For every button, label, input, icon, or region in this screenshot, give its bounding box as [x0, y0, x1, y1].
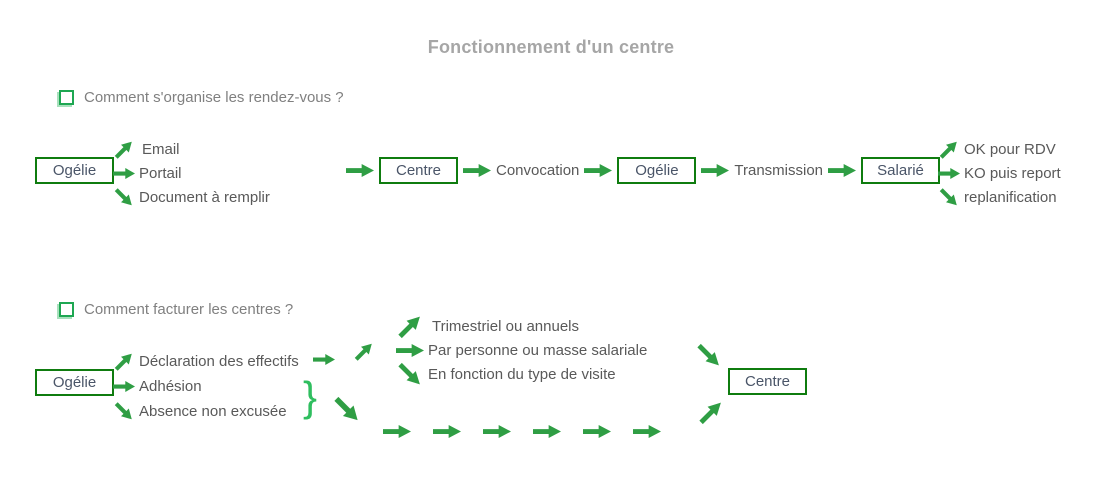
arrow-down-right-icon [695, 341, 724, 370]
section-header-facturation: Comment facturer les centres ? [57, 301, 293, 318]
rdv-outputs-fan: Email Portail Document à remplir [113, 137, 270, 209]
fan-row: Absence non excusée [113, 399, 299, 424]
rdv-flow: Centre Convocation Ogélie Transmission S… [346, 157, 941, 184]
arrow-down-right-icon [331, 394, 363, 426]
arrow-right-icon [583, 425, 611, 438]
arrow-up-right-icon [937, 137, 960, 160]
fan-row: KO puis report [938, 161, 1061, 185]
arrow-right-icon [433, 425, 461, 438]
arrow-right-icon [313, 354, 335, 365]
arrow-right-icon [584, 164, 613, 177]
arrow-up-right-icon [396, 312, 425, 341]
facturation-outputs-fan: Déclaration des effectifs Adhésion Absen… [113, 349, 299, 424]
output-label-declaration: Déclaration des effectifs [139, 353, 299, 370]
fan-row: Adhésion [113, 374, 299, 399]
result-label-ok: OK pour RDV [964, 140, 1056, 158]
result-label-replanification: replanification [964, 188, 1057, 206]
output-label-absence: Absence non excusée [139, 403, 287, 420]
arrow-right-icon [533, 425, 561, 438]
fan-row: En fonction du type de visite [396, 362, 647, 386]
fan-row: Déclaration des effectifs [113, 349, 299, 374]
arrow-up-right-icon [352, 340, 375, 363]
billing-label-trimestriel: Trimestriel ou annuels [432, 317, 580, 335]
output-label-document: Document à remplir [139, 188, 270, 206]
rdv-results-fan: OK pour RDV KO puis report replanificati… [938, 137, 1061, 209]
output-label-email: Email [142, 140, 180, 158]
arrow-right-icon [701, 164, 730, 177]
section-header-facturation-label: Comment facturer les centres ? [84, 301, 294, 318]
billing-label-personne: Par personne ou masse salariale [428, 341, 648, 359]
arrow-right-icon [383, 425, 411, 438]
fan-row: Email [113, 137, 270, 161]
arrow-right-icon [346, 164, 374, 177]
arrow-right-icon [113, 167, 135, 179]
fan-row: Portail [113, 161, 270, 185]
arrow-right-icon [483, 425, 511, 438]
output-label-adhesion: Adhésion [139, 378, 202, 395]
bottom-arrow-chain [383, 425, 661, 438]
arrow-up-right-icon [112, 350, 135, 373]
box-centre-facturation: Centre [728, 368, 807, 395]
box-centre: Centre [379, 157, 458, 184]
arrow-right-icon [828, 164, 857, 177]
output-label-portail: Portail [139, 164, 182, 182]
box-ogelie-flow: Ogélie [617, 157, 697, 184]
box-ogelie-rdv: Ogélie [35, 157, 114, 184]
arrow-down-right-icon [112, 400, 135, 423]
flow-label-convocation: Convocation [496, 162, 580, 179]
section-header-rdv-label: Comment s'organise les rendez-vous ? [84, 89, 344, 106]
fan-row: OK pour RDV [938, 137, 1061, 161]
arrow-down-right-icon [937, 185, 960, 208]
result-label-ko: KO puis report [964, 164, 1061, 182]
page-title: Fonctionnement d'un centre [427, 37, 675, 57]
square-bullet-icon [59, 90, 74, 105]
curly-brace-icon: } [303, 373, 318, 420]
fan-row: Trimestriel ou annuels [396, 314, 647, 338]
box-salarie: Salarié [861, 157, 941, 184]
arrow-down-right-icon [396, 360, 425, 389]
box-ogelie-facturation: Ogélie [35, 369, 114, 396]
fan-row: Document à remplir [113, 185, 270, 209]
section-header-rdv: Comment s'organise les rendez-vous ? [57, 89, 344, 106]
arrow-up-right-icon [112, 137, 135, 160]
arrow-right-icon [633, 425, 661, 438]
billing-label-visite: En fonction du type de visite [428, 365, 616, 383]
fan-row: Par personne ou masse salariale [396, 338, 647, 362]
arrow-right-icon [396, 343, 424, 357]
arrow-down-right-icon [112, 185, 135, 208]
arrow-right-icon [113, 381, 135, 392]
arrow-right-icon [463, 164, 491, 177]
fan-row: replanification [938, 185, 1061, 209]
arrow-right-icon [938, 167, 960, 179]
billing-modes-fan: Trimestriel ou annuels Par personne ou m… [396, 314, 647, 386]
square-bullet-icon [59, 302, 74, 317]
flow-label-transmission: Transmission [734, 162, 824, 179]
arrow-up-right-icon [697, 398, 726, 427]
